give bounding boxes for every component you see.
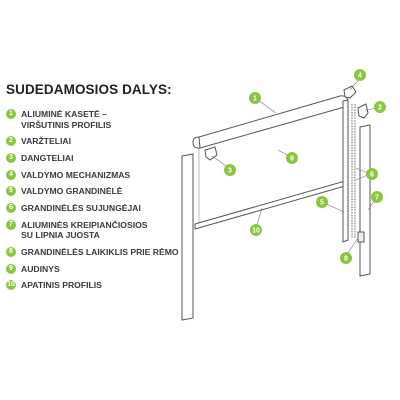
legend-item-5: 5 VALDYMO GRANDINĖLĖ [6,186,201,197]
callout-number-6: 6 [370,172,374,179]
cover-cap-left [204,146,218,161]
callout-badge-6 [366,168,378,180]
legend-number: 8 [6,246,16,257]
callout-badge-2 [374,101,386,113]
callout-badge-3 [224,164,236,176]
callout-badge-8 [340,252,352,264]
legend-label: ALIUMINĖ KASETĖ – VIRŠUTINIS PROFILIS [21,109,112,130]
legend-item-1: 1 ALIUMINĖ KASETĖ – VIRŠUTINIS PROFILIS [6,109,201,130]
top-cassette [192,95,349,149]
legend-label: ALIUMINĖS KREIPIANČIOSIOS SU LIPNIA JUOS… [21,219,148,241]
callout-number-9: 9 [290,156,294,163]
callout-number-8: 8 [344,256,348,263]
legend-item-8: 8 GRANDINĖLĖS LAIKIKLIS PRIE RĖMO [6,246,201,258]
callout-number-7: 7 [375,195,379,202]
legend-item-6: 6 GRANDINĖLĖS SUJUNGĖJAI [6,202,201,214]
callout-number-2: 2 [378,105,382,112]
legend-label: VARŽTELIAI [21,136,71,147]
callout-number-1: 1 [253,96,257,103]
legend-item-7: 7 ALIUMINĖS KREIPIANČIOSIOS SU LIPNIA JUO… [6,219,201,241]
legend-number: 2 [6,136,16,147]
control-mechanism [343,85,357,99]
legend-number: 4 [6,169,16,180]
right-frame-post [359,124,371,277]
legend-label: GRANDINĖLĖS LAIKIKLIS PRIE RĖMO [21,246,179,257]
legend-item-9: 9 AUDINYS [6,263,201,275]
cover-cap-right [357,103,369,119]
page-title: SUDEDAMOSIOS DALYS: [6,82,172,97]
callout-badge-1 [249,92,261,104]
legend-number: 6 [6,202,16,213]
legend-item-2: 2 VARŽTELIAI [6,136,201,147]
callout-number-10: 10 [252,228,260,235]
callout-badge-7 [371,191,383,203]
legend-label: DANGTELIAI [21,152,74,163]
callout-badge-9 [286,152,298,164]
legend-number: 10 [6,280,16,291]
legend-label: VALDYMO MECHANIZMAS [21,169,131,180]
callout-badge-10 [250,224,262,236]
legend-label: APATINIS PROFILIS [21,280,102,291]
chain-holder [357,231,365,243]
legend-label: GRANDINĖLĖS SUJUNGĖJAI [21,202,141,213]
left-frame-post [181,153,194,321]
legend-label: AUDINYS [21,263,60,274]
legend-item-10: 10 APATINIS PROFILIS [6,280,201,291]
callout-badge-5 [316,196,328,208]
legend-number: 3 [6,152,16,163]
callout-number-5: 5 [320,200,324,207]
legend-number: 7 [6,219,16,230]
guide-rail [342,99,349,243]
callout-number-4: 4 [358,73,362,80]
parts-legend: 1 ALIUMINĖ KASETĖ – VIRŠUTINIS PROFILIS 2… [6,109,201,297]
callout-badge-4 [354,69,366,81]
legend-label: VALDYMO GRANDINĖLĖ [21,186,123,197]
legend-number: 5 [6,186,16,197]
legend-item-4: 4 VALDYMO MECHANIZMAS [6,169,201,181]
legend-number: 1 [6,109,16,119]
callout-number-3: 3 [228,168,232,175]
legend-number: 9 [6,263,16,274]
legend-item-3: 3 DANGTELIAI [6,152,201,164]
